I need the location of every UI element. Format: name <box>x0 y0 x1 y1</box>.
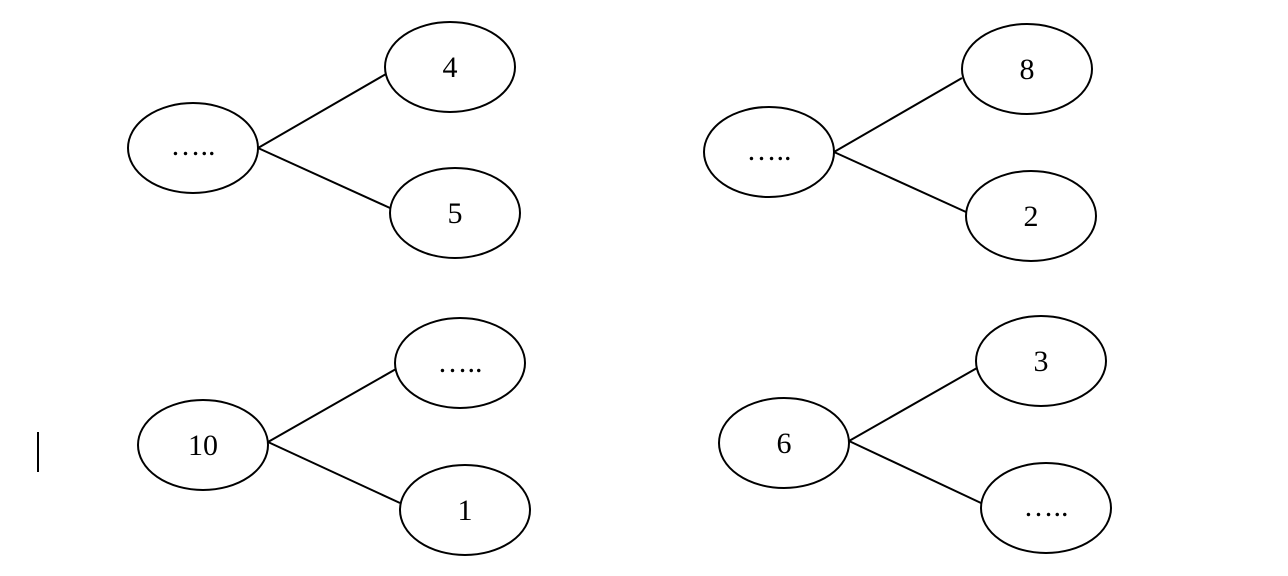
child-node-4-top-value: 3 <box>1034 345 1049 378</box>
root-node-1[interactable] <box>127 102 259 194</box>
text-cursor <box>37 432 39 472</box>
child-node-3-bottom-value: 1 <box>458 494 473 527</box>
edge-2-bottom <box>833 151 967 213</box>
child-node-4-bottom-value: ….. <box>1024 490 1069 523</box>
edge-4-top <box>848 367 978 442</box>
edge-3-bottom <box>267 441 401 504</box>
root-node-3-value: 10 <box>188 429 218 462</box>
root-node-2[interactable] <box>703 106 835 198</box>
number-bond-4: 6 3 ….. <box>718 315 1112 554</box>
child-node-2-bottom-value: 2 <box>1024 200 1039 233</box>
child-node-3-top[interactable] <box>394 317 526 409</box>
child-node-4-bottom[interactable] <box>980 462 1112 554</box>
child-node-1-bottom-value: 5 <box>448 197 463 230</box>
root-node-3[interactable] <box>137 399 269 491</box>
number-bond-1: ….. 4 5 <box>127 21 521 259</box>
child-node-1-bottom[interactable] <box>389 167 521 259</box>
edge-1-top <box>257 73 387 149</box>
child-node-2-bottom[interactable] <box>965 170 1097 262</box>
edge-4-bottom <box>848 440 982 504</box>
root-node-1-value: ….. <box>171 129 216 162</box>
child-node-2-top-value: 8 <box>1020 53 1035 86</box>
number-bond-3: 10 ….. 1 <box>137 317 531 556</box>
child-node-3-bottom[interactable] <box>399 464 531 556</box>
root-node-4[interactable] <box>718 397 850 489</box>
root-node-4-value: 6 <box>777 427 792 460</box>
number-bond-2: ….. 8 2 <box>703 23 1097 262</box>
child-node-2-top[interactable] <box>961 23 1093 115</box>
edge-3-top <box>267 368 397 443</box>
edge-1-bottom <box>257 147 391 209</box>
child-node-4-top[interactable] <box>975 315 1107 407</box>
edge-2-top <box>833 77 963 153</box>
child-node-1-top[interactable] <box>384 21 516 113</box>
child-node-3-top-value: ….. <box>438 346 483 379</box>
root-node-2-value: ….. <box>747 134 792 167</box>
child-node-1-top-value: 4 <box>443 51 458 84</box>
